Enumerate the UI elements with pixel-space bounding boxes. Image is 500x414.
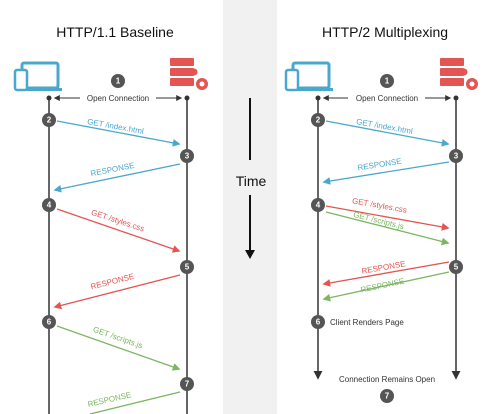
svg-text:7: 7 [185, 380, 190, 389]
left-step-5: 5 [180, 260, 194, 274]
time-label: Time [235, 173, 267, 189]
right-client-icon [284, 61, 333, 92]
right-step-5: 5 [449, 260, 463, 274]
right-client-renders-label: Client Renders Page [330, 318, 404, 327]
right-step-1: 1 [380, 74, 394, 88]
right-msg-get-index-label: GET /index.html [355, 117, 413, 136]
left-step-1: 1 [111, 74, 125, 88]
right-server-icon [440, 58, 478, 90]
right-connection-remains-label: Connection Remains Open [339, 375, 435, 384]
svg-text:2: 2 [47, 116, 52, 125]
right-msg-response-2-arrow [322, 261, 450, 287]
right-msg-get-scripts-arrow [325, 211, 450, 246]
right-open-connection-label: Open Connection [356, 94, 418, 103]
right-msg-response-3-label: RESPONSE [360, 277, 405, 295]
left-msg-get-scripts-label: GET /scripts.js [92, 325, 144, 350]
left-msg-get-index-arrow [56, 120, 181, 147]
left-step-4: 4 [42, 198, 56, 212]
svg-text:5: 5 [454, 263, 459, 272]
right-step-4: 4 [311, 198, 325, 212]
svg-text:1: 1 [116, 77, 121, 86]
left-server-origin-dot [184, 95, 190, 101]
svg-text:4: 4 [47, 201, 52, 210]
left-msg-get-scripts-arrow [56, 325, 181, 371]
left-title: HTTP/1.1 Baseline [56, 24, 174, 40]
right-server-origin-dot [453, 95, 459, 101]
left-client-origin-dot [46, 95, 52, 101]
svg-text:2: 2 [316, 116, 321, 125]
right-step-6: 6 [311, 315, 325, 329]
svg-text:3: 3 [185, 152, 190, 161]
right-client-origin-dot [315, 95, 321, 101]
svg-text:4: 4 [316, 201, 321, 210]
left-msg-response-1-label: RESPONSE [90, 161, 135, 178]
left-msg-response-2-arrow [53, 274, 181, 310]
left-msg-response-1-arrow [53, 163, 181, 193]
right-msg-response-1-arrow [322, 161, 450, 185]
svg-text:7: 7 [385, 392, 390, 401]
svg-text:1: 1 [385, 77, 390, 86]
left-step-3: 3 [180, 149, 194, 163]
left-open-connection-label: Open Connection [87, 94, 149, 103]
svg-text:6: 6 [47, 318, 52, 327]
left-server-icon [170, 58, 208, 90]
right-step-7: 7 [380, 389, 394, 403]
svg-text:5: 5 [185, 263, 190, 272]
right-msg-get-index-arrow [325, 120, 450, 147]
right-msg-get-styles-arrow [325, 205, 450, 231]
right-step-2: 2 [311, 113, 325, 127]
left-msg-response-3-arrow [89, 391, 181, 414]
left-step-7: 7 [180, 377, 194, 391]
time-arrow-head [245, 250, 255, 259]
left-msg-get-index-label: GET /index.html [86, 117, 144, 136]
left-client-icon [13, 61, 62, 92]
right-step-3: 3 [449, 149, 463, 163]
left-step-6: 6 [42, 315, 56, 329]
svg-text:3: 3 [454, 152, 459, 161]
left-msg-response-3-label: RESPONSE [87, 390, 132, 409]
left-msg-get-styles-arrow [56, 208, 181, 253]
svg-text:6: 6 [316, 318, 321, 327]
left-step-2: 2 [42, 113, 56, 127]
right-msg-response-3-arrow [322, 271, 450, 302]
right-title: HTTP/2 Multiplexing [321, 24, 449, 40]
